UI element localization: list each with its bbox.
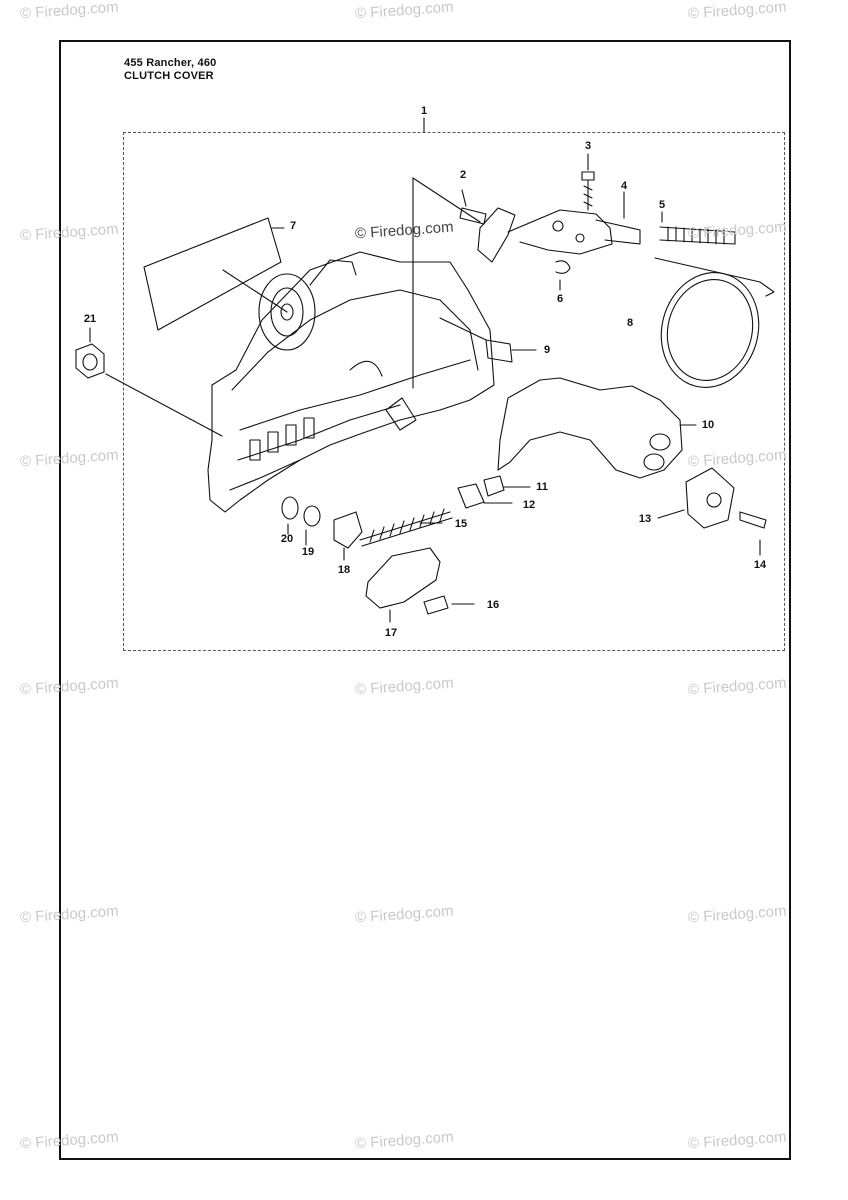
section-title: CLUTCH COVER — [124, 70, 214, 82]
callout-1: 1 — [420, 105, 428, 117]
callout-10: 10 — [701, 419, 715, 431]
callout-2: 2 — [459, 169, 467, 181]
callout-7: 7 — [289, 220, 297, 232]
callout-16: 16 — [486, 599, 500, 611]
decal-part — [143, 217, 282, 331]
callout-20: 20 — [280, 533, 294, 545]
callout-9: 9 — [543, 344, 551, 356]
callout-17: 17 — [384, 627, 398, 639]
callout-21: 21 — [83, 313, 97, 325]
callout-19: 19 — [301, 546, 315, 558]
callout-3: 3 — [584, 140, 592, 152]
callout-15: 15 — [454, 518, 468, 530]
callout-18: 18 — [337, 564, 351, 576]
leader-13 — [657, 509, 685, 519]
clutch-cover-body — [207, 251, 495, 513]
callout-5: 5 — [658, 199, 666, 211]
callout-13: 13 — [638, 513, 652, 525]
guard-part — [497, 377, 683, 479]
leader-2 — [461, 189, 467, 207]
page-frame — [59, 40, 791, 1160]
callout-4: 4 — [620, 180, 628, 192]
assembly-boundary — [123, 132, 785, 651]
plate-part — [365, 547, 441, 609]
callout-6: 6 — [556, 293, 564, 305]
callout-12: 12 — [522, 499, 536, 511]
callout-14: 14 — [753, 559, 767, 571]
callout-8: 8 — [626, 317, 634, 329]
model-title: 455 Rancher, 460 — [124, 57, 217, 69]
callout-11: 11 — [536, 481, 548, 493]
